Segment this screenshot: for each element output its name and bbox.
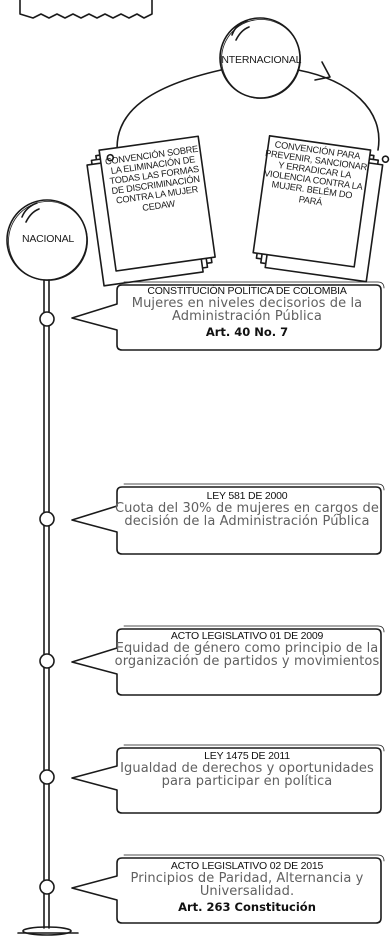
card-description: Mujeres en niveles decisorios de la Admi…	[131, 296, 363, 325]
timeline-line	[17, 279, 79, 936]
card-title: CONSTITUCIÓN POLÍTICA DE COLOMBIA	[147, 285, 347, 297]
doc-stack-belem	[252, 135, 390, 283]
card-title: LEY 581 DE 2000	[206, 490, 288, 502]
card-constitucion: CONSTITUCIÓN POLÍTICA DE COLOMBIA Mujere…	[112, 285, 382, 339]
card-reference: Art. 263 Constitución	[178, 899, 316, 914]
internacional-label: INTERNACIONAL	[218, 54, 302, 66]
card-title: ACTO LEGISLATIVO 02 DE 2015	[170, 860, 324, 872]
timeline-nodes	[39, 311, 55, 895]
card-description: Cuota del 30% de mujeres en cargos de de…	[114, 501, 379, 530]
nacional-bubble	[6, 199, 88, 281]
internacional-bubble	[219, 17, 301, 99]
arrow-to-belem	[297, 69, 380, 151]
card-frames	[71, 281, 385, 924]
top-banner-fragment	[19, 0, 153, 19]
card-description: Principios de Paridad, Alternancia y Uni…	[130, 871, 364, 900]
arrow-to-cedaw	[116, 69, 222, 159]
card-title: ACTO LEGISLATIVO 01 DE 2009	[170, 630, 324, 642]
card-acto-2009: ACTO LEGISLATIVO 01 DE 2009 Equidad de g…	[112, 630, 382, 669]
nacional-label: NACIONAL	[21, 233, 75, 245]
card-description: Igualdad de derechos y oportunidades par…	[120, 761, 374, 790]
card-reference: Art. 40 No. 7	[205, 324, 289, 339]
card-ley-1475: LEY 1475 DE 2011 Igualdad de derechos y …	[112, 750, 382, 789]
doc-stack-cedaw	[86, 135, 216, 287]
card-title: LEY 1475 DE 2011	[204, 750, 290, 762]
card-description: Equidad de género como principio de la o…	[114, 641, 380, 670]
card-acto-2015: ACTO LEGISLATIVO 02 DE 2015 Principios d…	[112, 860, 382, 914]
card-ley-581: LEY 581 DE 2000 Cuota del 30% de mujeres…	[112, 490, 382, 529]
